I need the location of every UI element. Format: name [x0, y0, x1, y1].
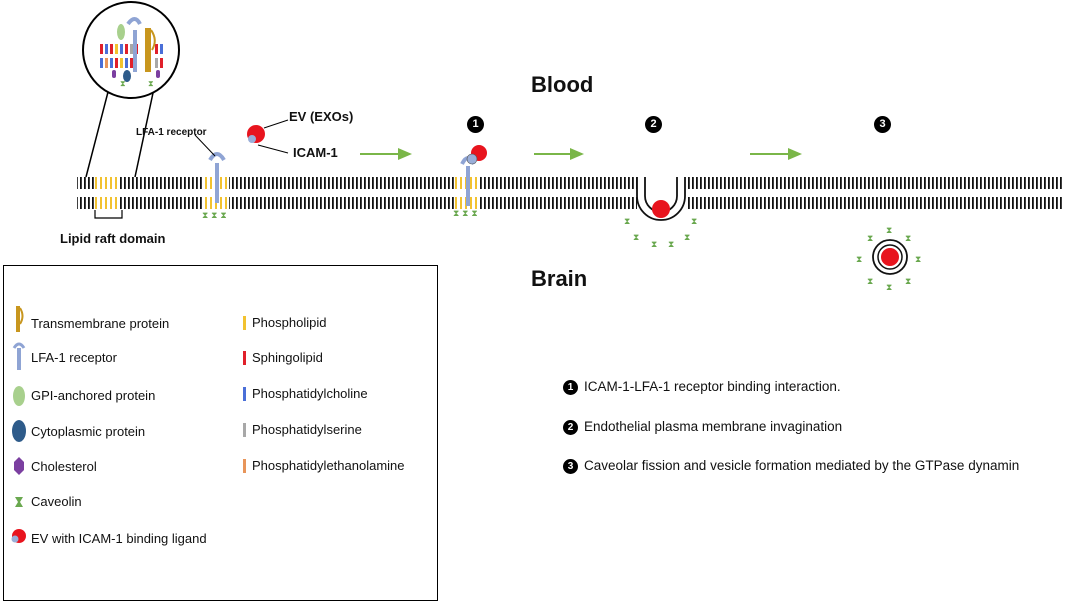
process-arrow-3: [750, 148, 802, 160]
step-marker-3: 3: [874, 116, 891, 133]
step-marker-1: 1: [467, 116, 484, 133]
svg-text:⧗: ⧗: [691, 217, 697, 227]
cholesterol-icon: [14, 457, 24, 475]
legend-label-phosphatidylethanolamine: Phosphatidylethanolamine: [252, 458, 405, 473]
brain-label: Brain: [531, 266, 588, 291]
process-arrow-2: [534, 148, 584, 160]
legend-label-ev: EV with ICAM-1 binding ligand: [31, 531, 207, 546]
svg-text:⧗: ⧗: [867, 234, 873, 244]
step-description-number: 3: [563, 459, 578, 474]
step-description-1: 1 ICAM-1-LFA-1 receptor binding interacti…: [563, 379, 841, 395]
legend-label-phospholipid: Phospholipid: [252, 315, 327, 330]
svg-text:⧗: ⧗: [120, 79, 126, 88]
legend-box: Transmembrane protein LFA-1 receptor GPI…: [3, 265, 438, 601]
svg-text:⧗: ⧗: [651, 240, 657, 250]
blood-label: Blood: [531, 72, 594, 97]
svg-text:⧗: ⧗: [633, 233, 639, 243]
lipid-raft-bracket: [94, 210, 123, 219]
svg-text:⧗ ⧗ ⧗: ⧗ ⧗ ⧗: [453, 209, 478, 219]
legend-label-phosphatidylserine: Phosphatidylserine: [252, 422, 362, 437]
lfa-receptor-label: LFA-1 receptor: [136, 127, 207, 138]
phosphatidylethanolamine-icon: [243, 459, 246, 473]
ev-with-icam: [247, 119, 289, 154]
caveolin-icon: [15, 497, 23, 507]
legend-label-caveolin: Caveolin: [31, 494, 82, 509]
legend-label-cytoplasmic: Cytoplasmic protein: [31, 424, 146, 439]
legend-label-sphingolipid: Sphingolipid: [252, 350, 323, 365]
step-description-number: 2: [563, 420, 578, 435]
svg-text:⧗: ⧗: [886, 283, 892, 293]
svg-text:⧗: ⧗: [886, 226, 892, 236]
process-arrow-1: [360, 148, 412, 160]
svg-text:⧗: ⧗: [856, 255, 862, 265]
legend-label-phosphatidylcholine: Phosphatidylcholine: [252, 386, 368, 401]
lipid-raft-region-1: [94, 177, 120, 209]
svg-text:⧗: ⧗: [915, 255, 921, 265]
zoom-connector-lines: [85, 91, 154, 178]
lfa1-receptor-standalone: ⧗ ⧗ ⧗: [194, 134, 227, 221]
svg-text:⧗ ⧗ ⧗: ⧗ ⧗ ⧗: [202, 211, 227, 221]
step1-binding-complex: ⧗ ⧗ ⧗: [453, 145, 487, 219]
step-description-text: Caveolar fission and vesicle formation m…: [584, 458, 1020, 473]
svg-text:⧗: ⧗: [905, 234, 911, 244]
phosphatidylserine-icon: [243, 423, 246, 437]
svg-text:⧗: ⧗: [905, 277, 911, 287]
step-description-number: 1: [563, 380, 578, 395]
legend-label-cholesterol: Cholesterol: [31, 459, 97, 474]
step-description-text: Endothelial plasma membrane invagination: [584, 419, 843, 434]
step-marker-2: 2: [645, 116, 662, 133]
phosphatidylcholine-icon: [243, 387, 246, 401]
lfa1-receptor-icon: [12, 342, 26, 370]
raft-zoom-circle: ⧗ ⧗: [82, 1, 180, 99]
svg-text:⧗: ⧗: [624, 217, 630, 227]
svg-text:⧗: ⧗: [684, 233, 690, 243]
lipid-raft-label: Lipid raft domain: [60, 231, 166, 246]
legend-label-gpi: GPI-anchored protein: [31, 388, 156, 403]
icam-label: ICAM-1: [293, 145, 338, 160]
svg-text:⧗: ⧗: [668, 240, 674, 250]
legend-label-lfa1: LFA-1 receptor: [31, 350, 117, 365]
step-description-text: ICAM-1-LFA-1 receptor binding interactio…: [584, 379, 841, 394]
step-description-3: 3 Caveolar fission and vesicle formation …: [563, 458, 1019, 474]
step2-invagination: ⧗ ⧗ ⧗ ⧗ ⧗ ⧗: [624, 177, 697, 250]
svg-text:⧗: ⧗: [867, 277, 873, 287]
gpi-anchored-protein-icon: [13, 386, 25, 406]
ev-icam-ligand-icon: [11, 529, 26, 543]
phospholipid-icon: [243, 316, 246, 330]
svg-text:⧗: ⧗: [148, 79, 154, 88]
step3-vesicle: ⧗ ⧗ ⧗ ⧗ ⧗ ⧗ ⧗ ⧗: [856, 226, 921, 293]
cytoplasmic-protein-icon: [12, 420, 26, 442]
transmembrane-protein-icon: [16, 306, 24, 332]
ev-label: EV (EXOs): [289, 109, 354, 124]
sphingolipid-icon: [243, 351, 246, 365]
step-description-2: 2 Endothelial plasma membrane invaginatio…: [563, 419, 842, 435]
legend-label-transmembrane: Transmembrane protein: [31, 316, 170, 331]
